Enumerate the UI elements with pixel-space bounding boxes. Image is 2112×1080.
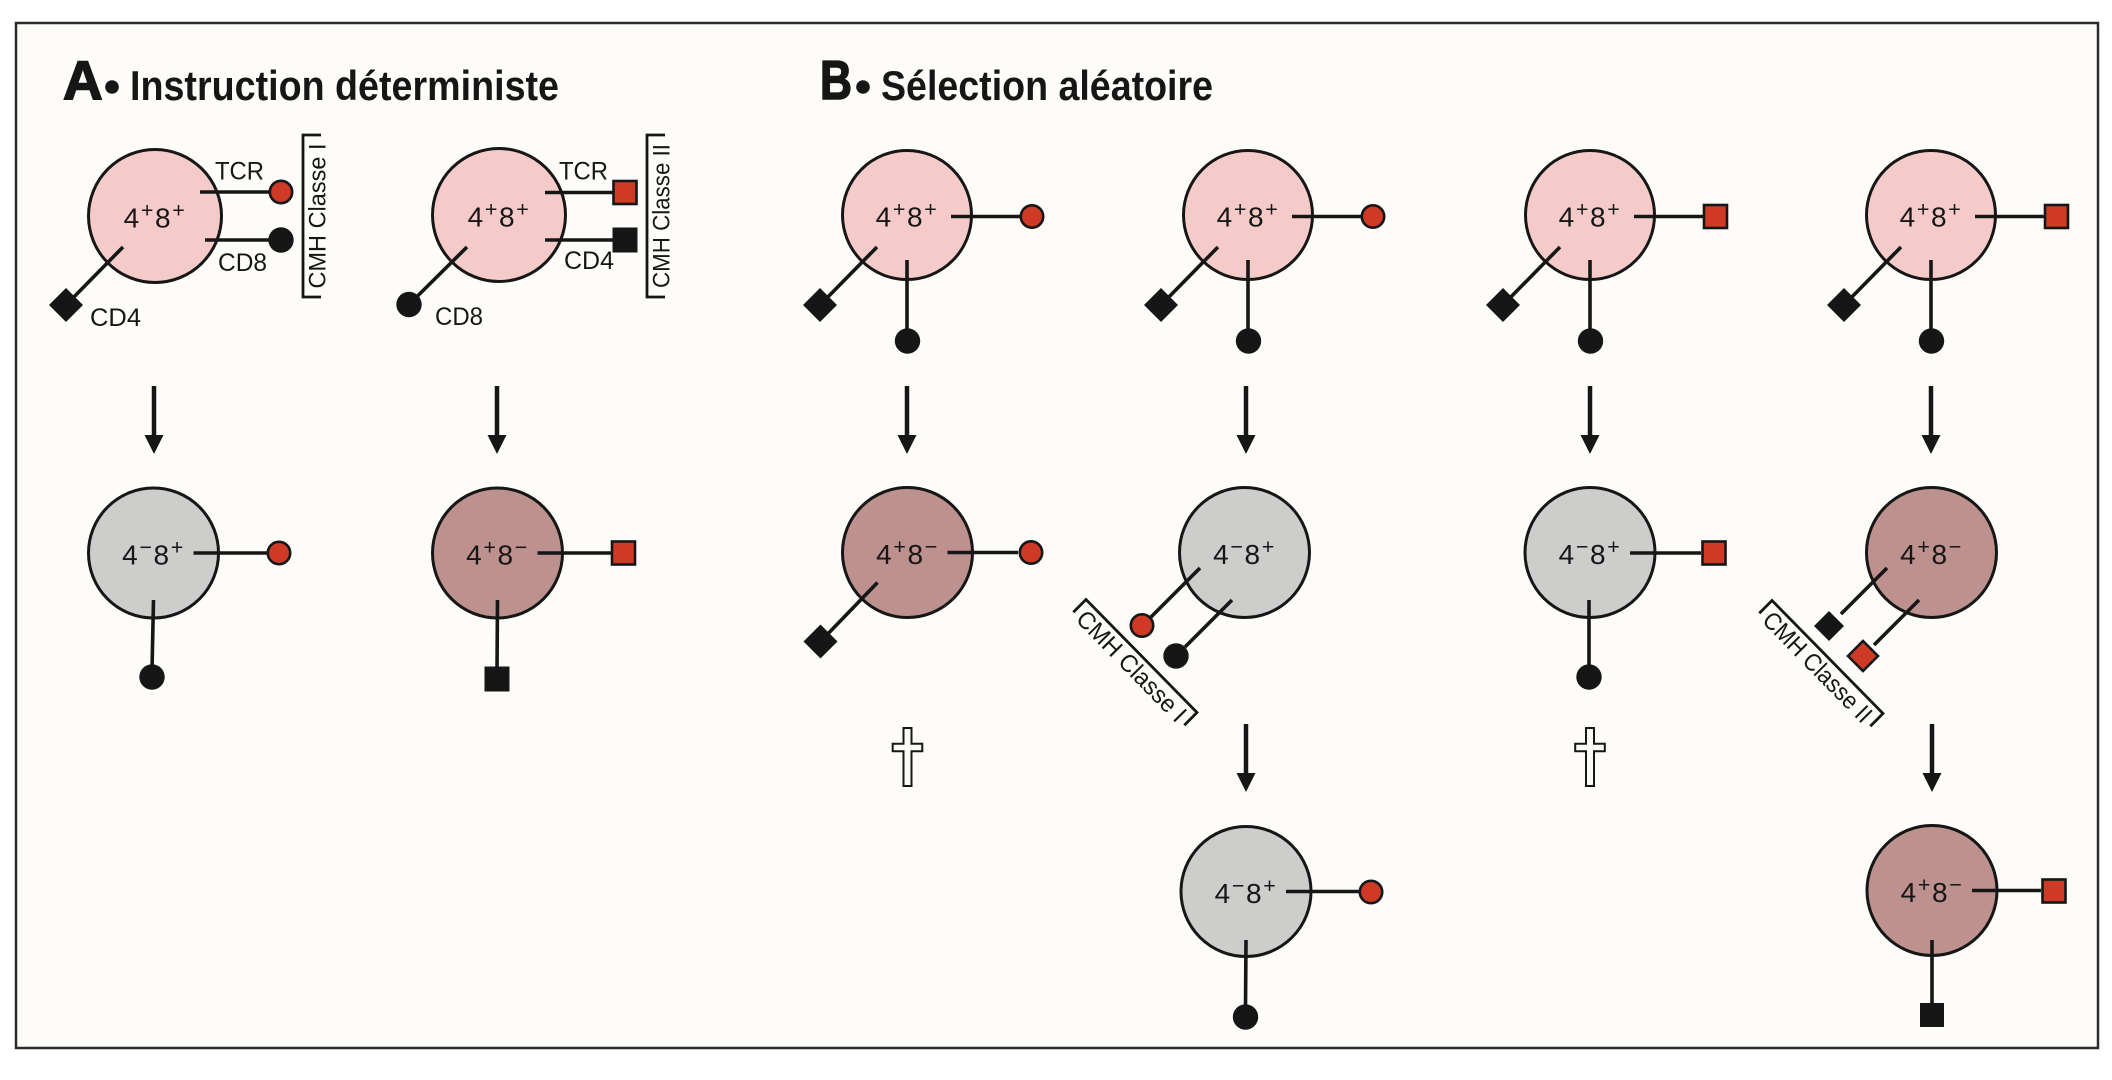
svg-text:CD8: CD8	[435, 303, 483, 331]
svg-text:CD4: CD4	[90, 304, 141, 332]
svg-text:4+8+: 4+8+	[124, 198, 187, 233]
svg-text:4+8+: 4+8+	[1900, 197, 1963, 232]
svg-text:4−8+: 4−8+	[1215, 874, 1278, 909]
svg-text:CMH Classe II: CMH Classe II	[649, 144, 676, 288]
svg-text:4+8−: 4+8−	[876, 535, 939, 570]
svg-text:TCR: TCR	[215, 158, 264, 186]
svg-text:4+8+: 4+8+	[876, 197, 939, 232]
svg-text:CMH Classe I: CMH Classe I	[305, 144, 332, 289]
svg-text:CD4: CD4	[564, 247, 614, 275]
svg-text:4+8−: 4+8−	[1900, 535, 1963, 570]
svg-text:4−8+: 4−8+	[1559, 535, 1622, 570]
svg-text:4+8−: 4+8−	[466, 535, 529, 570]
svg-text:TCR: TCR	[559, 158, 608, 186]
svg-text:4+8+: 4+8+	[1217, 197, 1280, 232]
svg-text:CD8: CD8	[218, 249, 267, 277]
svg-text:B: B	[820, 49, 852, 111]
svg-text:4−8+: 4−8+	[122, 535, 185, 570]
svg-text:Instruction déterministe: Instruction déterministe	[130, 62, 559, 109]
svg-text:Sélection aléatoire: Sélection aléatoire	[881, 62, 1213, 109]
svg-text:4+8+: 4+8+	[1559, 197, 1622, 232]
svg-text:4+8−: 4+8−	[1901, 873, 1964, 908]
svg-text:4−8+: 4−8+	[1213, 535, 1276, 570]
svg-text:A: A	[63, 49, 103, 111]
svg-text:4+8+: 4+8+	[468, 197, 531, 232]
